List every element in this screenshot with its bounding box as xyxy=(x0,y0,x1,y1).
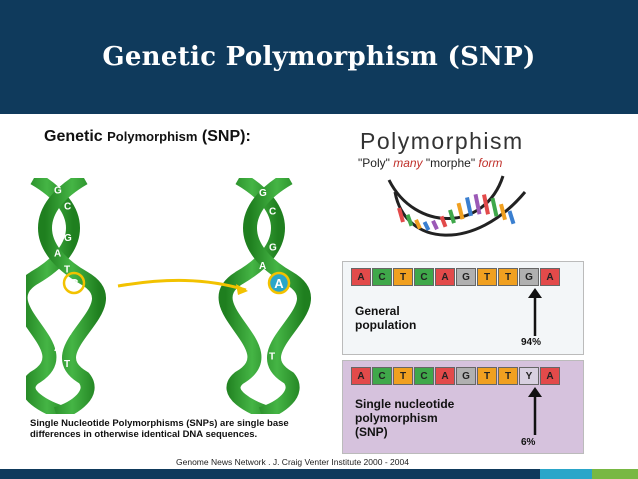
snp-highlight-right xyxy=(267,271,291,295)
polymorphism-title: Polymorphism xyxy=(360,128,524,154)
etymology-morphe: "morphe" xyxy=(422,156,479,170)
sequence-base: G xyxy=(456,268,476,286)
dna-base-letter: G xyxy=(54,186,62,197)
dna-base-letter: T xyxy=(54,312,60,323)
sequence-base: G xyxy=(519,268,539,286)
section-subtitle: Genetic Polymorphism (SNP): xyxy=(44,128,251,146)
general-percent: 94% xyxy=(521,337,542,348)
up-arrow-icon xyxy=(528,288,542,336)
dna-base-letter: G xyxy=(269,243,277,254)
sequence-base: T xyxy=(498,367,518,385)
ribbon-rung xyxy=(482,194,490,215)
polymorphism-etymology: "Poly" many "morphe" form xyxy=(358,156,502,170)
dna-base-letter: G xyxy=(259,188,267,199)
dna-base-letter: A xyxy=(259,333,266,344)
ribbon-rung xyxy=(405,214,414,227)
sequence-base: T xyxy=(498,268,518,286)
etymology-poly: "Poly" xyxy=(358,156,394,170)
sequence-base: C xyxy=(372,367,392,385)
ribbon-rung xyxy=(397,207,405,223)
dna-ribbon-illustration xyxy=(387,175,527,237)
dna-base-letter: T xyxy=(269,352,275,363)
snp-percent: 6% xyxy=(521,437,536,448)
ribbon-rung xyxy=(431,219,439,231)
up-arrow-icon xyxy=(528,387,542,435)
etymology-many: many xyxy=(393,156,423,170)
dna-base-letter: C xyxy=(269,206,276,217)
dna-base-letter: T xyxy=(259,297,265,308)
dna-base-letter: T xyxy=(54,217,60,228)
footer-segment-blue xyxy=(540,469,592,479)
dna-base-letter: C xyxy=(64,390,71,401)
snp-letter-left: C xyxy=(69,276,79,291)
ribbon-rung xyxy=(490,197,499,217)
sequence-base: T xyxy=(393,367,413,385)
footer-bar xyxy=(0,469,638,479)
sequence-base: A xyxy=(435,268,455,286)
dna-base-letter: A xyxy=(259,261,266,272)
snp-label: Single nucleotide polymorphism (SNP) xyxy=(355,397,455,439)
dna-base-letter: C xyxy=(64,201,71,212)
slide-header: Genetic Polymorphism (SNP) xyxy=(0,0,638,114)
sequence-base: T xyxy=(477,367,497,385)
dna-base-letter: A xyxy=(259,370,266,381)
sequence-base: T xyxy=(477,268,497,286)
ribbon-rung xyxy=(465,196,473,217)
dna-base-letter: A xyxy=(54,343,61,354)
footer-segment-dark xyxy=(0,469,540,479)
footer-segment-green xyxy=(592,469,638,479)
sequence-base: Y xyxy=(519,367,539,385)
source-credit: Genome News Network . J. Craig Venter In… xyxy=(176,457,409,467)
sequence-base: T xyxy=(393,268,413,286)
dna-base-letter: G xyxy=(64,233,72,244)
snp-highlight-left xyxy=(62,271,86,295)
figure-caption: Single Nucleotide Polymorphisms (SNPs) a… xyxy=(30,418,289,440)
subtitle-polymorphism: Polymorphism xyxy=(107,129,198,144)
sequence-base: G xyxy=(456,367,476,385)
snp-letter-right: A xyxy=(274,276,284,291)
sequence-base: C xyxy=(414,367,434,385)
dna-base-letter: G xyxy=(269,315,277,326)
sequence-base: C xyxy=(414,268,434,286)
ribbon-rung xyxy=(439,215,448,228)
dna-base-letter: G xyxy=(64,327,72,338)
subtitle-genetic: Genetic xyxy=(44,128,108,145)
dna-base-letter: A xyxy=(64,296,71,307)
sequence-base: A xyxy=(351,367,371,385)
ribbon-rung xyxy=(448,209,456,224)
ribbon-rung xyxy=(456,202,465,220)
sequence-base: C xyxy=(372,268,392,286)
sequence-base: A xyxy=(540,367,560,385)
mutation-arrowhead xyxy=(236,284,248,295)
subtitle-snp: (SNP): xyxy=(197,128,251,145)
dna-base-letter: C xyxy=(269,388,276,399)
ribbon-rung xyxy=(473,193,482,215)
dna-helix-right: GCTGATTGATAC A xyxy=(218,178,311,414)
dna-base-letter: A xyxy=(54,249,61,260)
ribbon-rung xyxy=(507,210,516,225)
dna-base-letter: A xyxy=(54,375,61,386)
dna-base-letter: T xyxy=(64,359,70,370)
etymology-form: form xyxy=(478,156,503,170)
mutation-arrow xyxy=(117,278,247,292)
sequence-base: A xyxy=(435,367,455,385)
dna-base-letter: C xyxy=(54,280,61,291)
dna-base-letter: T xyxy=(259,224,265,235)
sequence-base: A xyxy=(351,268,371,286)
ribbon-rung xyxy=(414,218,422,230)
dna-base-letter: T xyxy=(64,264,70,275)
general-population-label: General population xyxy=(355,304,417,332)
slide-title: Genetic Polymorphism (SNP) xyxy=(102,42,536,72)
ribbon-rung xyxy=(422,221,431,231)
ribbon-rung xyxy=(499,203,507,221)
sequence-base: A xyxy=(540,268,560,286)
